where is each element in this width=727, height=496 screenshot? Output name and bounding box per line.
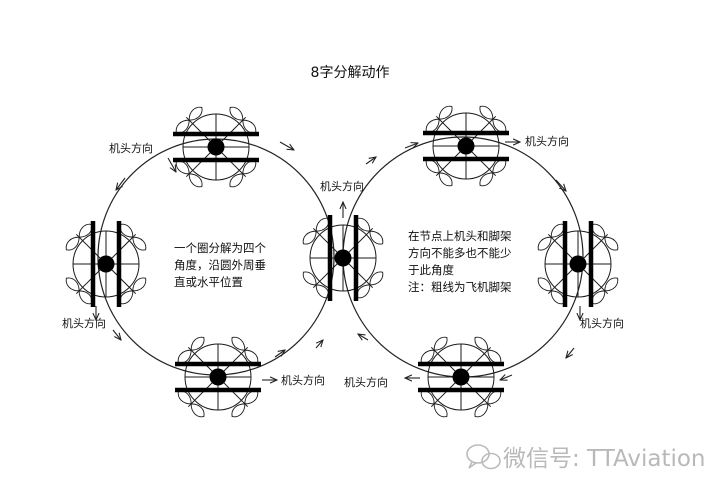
quadcopter-icon (65, 221, 147, 307)
right-note-line-4: 注：粗线为飞机脚架 (408, 280, 512, 294)
flow-arrow (365, 157, 376, 165)
flow-arrow (315, 340, 323, 349)
quadcopter-positions (65, 105, 619, 418)
heading-arrow-left-top (167, 157, 176, 172)
quadcopter-icon (418, 336, 504, 418)
quadcopter-icon (175, 336, 261, 418)
diagram-title: 8字分解动作 (311, 65, 390, 81)
flow-arrow (116, 177, 126, 190)
flow-arrow (274, 350, 285, 358)
quadcopter-icon (537, 221, 619, 307)
flow-arrow (555, 179, 566, 191)
flow-arrow (279, 141, 294, 150)
quadcopter-icon (302, 215, 384, 301)
watermark-text: 微信号: TTAviation (503, 446, 706, 472)
flight-direction-arrows (112, 141, 575, 380)
left-note: 一个圈分解为四个 角度，沿圆外周垂 直或水平位置 (174, 241, 270, 289)
heading-label-right-top: 机头方向 (525, 134, 569, 148)
flow-arrow (112, 329, 121, 340)
quadcopter-icon (173, 106, 259, 188)
flow-arrow (358, 334, 369, 340)
wechat-icon (466, 444, 501, 470)
flow-arrow (500, 375, 513, 380)
left-note-line-3: 直或水平位置 (174, 275, 243, 289)
heading-label-right-side: 机头方向 (580, 316, 624, 330)
heading-label-center: 机头方向 (320, 179, 364, 193)
left-note-line-2: 角度，沿圆外周垂 (174, 258, 266, 272)
flow-arrow (566, 347, 575, 358)
quadcopter-icon (423, 105, 509, 187)
left-note-line-1: 一个圈分解为四个 (174, 241, 266, 255)
right-note-line-1: 在节点上机头和脚架 (408, 229, 512, 243)
heading-label-left-side: 机头方向 (62, 316, 106, 330)
right-note-line-2: 方向不能多也不能少 (408, 246, 512, 260)
flow-arrow (404, 143, 418, 148)
heading-label-left-top: 机头方向 (109, 141, 153, 155)
right-note: 在节点上机头和脚架 方向不能多也不能少 于此角度 注：粗线为飞机脚架 (408, 229, 515, 294)
heading-label-right-bottom: 机头方向 (344, 375, 388, 389)
heading-label-left-bottom: 机头方向 (281, 373, 325, 387)
right-note-line-3: 于此角度 (408, 263, 454, 277)
